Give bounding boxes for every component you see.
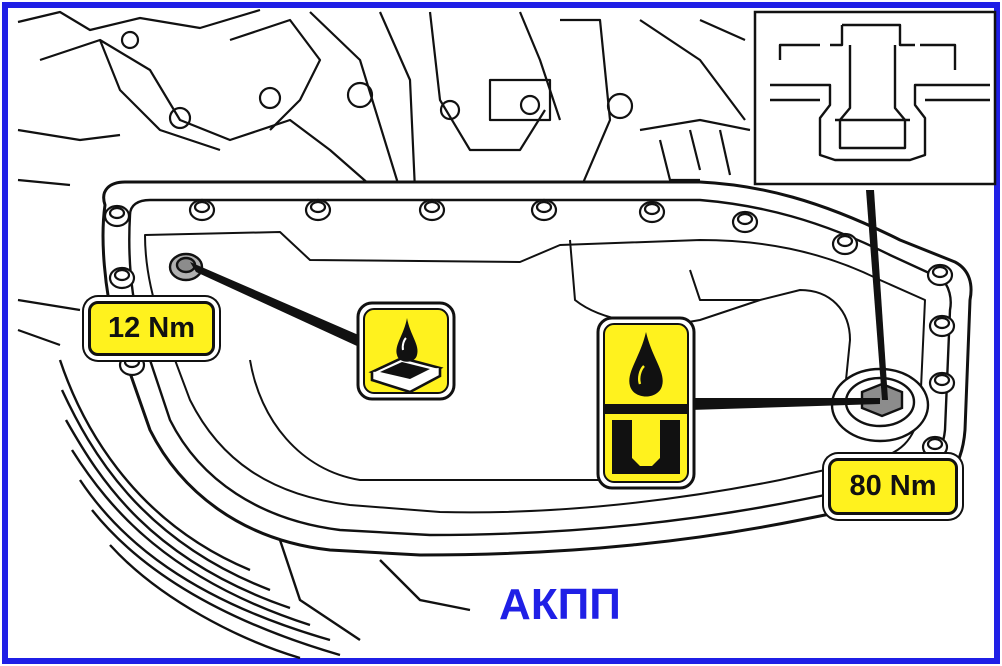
pan-bolt — [928, 314, 956, 338]
pan-bolt — [731, 210, 759, 234]
leader-lines — [190, 190, 888, 410]
drain-plug-torque-label: 80 Nm — [828, 458, 958, 515]
pan-bolt — [108, 266, 136, 290]
drain-plug-detail-inset — [753, 10, 997, 186]
pan-bolt — [188, 198, 216, 222]
engine-background — [17, 8, 751, 347]
pan-bolt — [530, 198, 558, 222]
pan-bolts — [103, 198, 956, 459]
pan-bolt — [831, 232, 859, 256]
pan-bolt — [103, 204, 131, 228]
pan-bolt — [928, 371, 956, 395]
fill-plug-torque-label: 12 Nm — [88, 301, 215, 356]
diagram-caption: АКПП — [499, 580, 621, 629]
oil-drain-icon — [596, 316, 696, 490]
oil-level-fill-icon — [356, 301, 456, 401]
oil-pan — [101, 180, 973, 557]
pan-bolt — [638, 200, 666, 224]
pan-bolt — [418, 198, 446, 222]
housing-ribs — [58, 359, 471, 660]
pan-bolt — [304, 198, 332, 222]
pan-bolt — [118, 353, 146, 377]
pan-bolt — [921, 435, 949, 459]
pan-bolt — [926, 263, 954, 287]
